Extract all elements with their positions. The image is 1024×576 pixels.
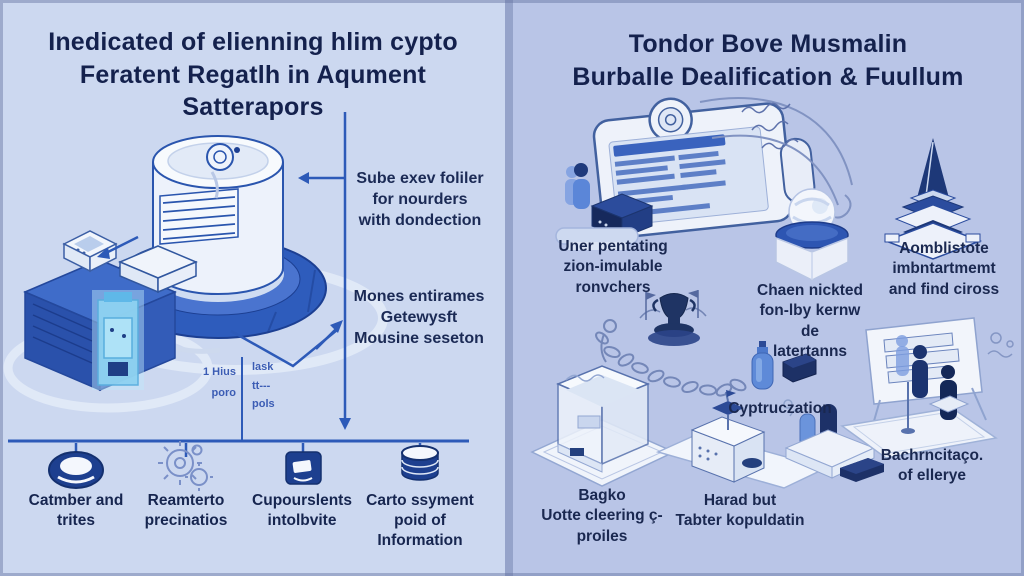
label-user-pentating: Uner pentating zion-imulable ronvchers bbox=[558, 238, 668, 296]
card-reader-icon bbox=[62, 230, 118, 273]
label-bagko: Bagko Uotte cleering ç- proiles bbox=[541, 487, 663, 545]
timeline-label-catmber: Catmber and trites bbox=[28, 492, 124, 530]
card-icon bbox=[285, 451, 322, 485]
left-panel-title: Inedicated of elienning hlim cypto Ferat… bbox=[48, 28, 458, 121]
note-left-column: 1 Hius poro bbox=[202, 366, 236, 400]
label-board: Bachrncitaço. of ellerye bbox=[880, 447, 984, 485]
timeline-label-reamterto: Reamterto precinatios bbox=[144, 492, 228, 530]
annotation-gateways: Mones entirames Getewysft Mousine seseto… bbox=[353, 288, 485, 348]
right-panel-title: Tondor Bove Musmalin Burballe Dealificat… bbox=[572, 30, 964, 91]
note-right-column: lask tt--- pols bbox=[252, 361, 275, 411]
timeline-label-cupourslents: Cupourslents intolbvite bbox=[252, 492, 352, 530]
coins-icon bbox=[401, 445, 439, 481]
timeline-axis bbox=[8, 439, 469, 457]
gears-icon bbox=[158, 441, 213, 491]
server-box-icon bbox=[23, 245, 198, 392]
label-cyptruczation: Cyptruczation bbox=[728, 400, 832, 417]
mixer-machine-icon bbox=[109, 135, 327, 339]
dish-icon bbox=[48, 451, 104, 489]
label-chain-nickted: Chaen nickted fon-lby kernw de latertann… bbox=[757, 282, 863, 361]
label-harad: Harad but Tabter kopuldatin bbox=[675, 492, 805, 530]
panel-divider bbox=[505, 0, 513, 576]
timeline-label-carto: Carto ssyment poid of Information bbox=[366, 492, 474, 550]
pump-machine-icon bbox=[92, 290, 144, 390]
label-monument: Aomblistote imbntartmemt and find ciross bbox=[888, 240, 1000, 298]
annotation-folder: Sube exev foliler for nourders with dond… bbox=[356, 170, 484, 230]
